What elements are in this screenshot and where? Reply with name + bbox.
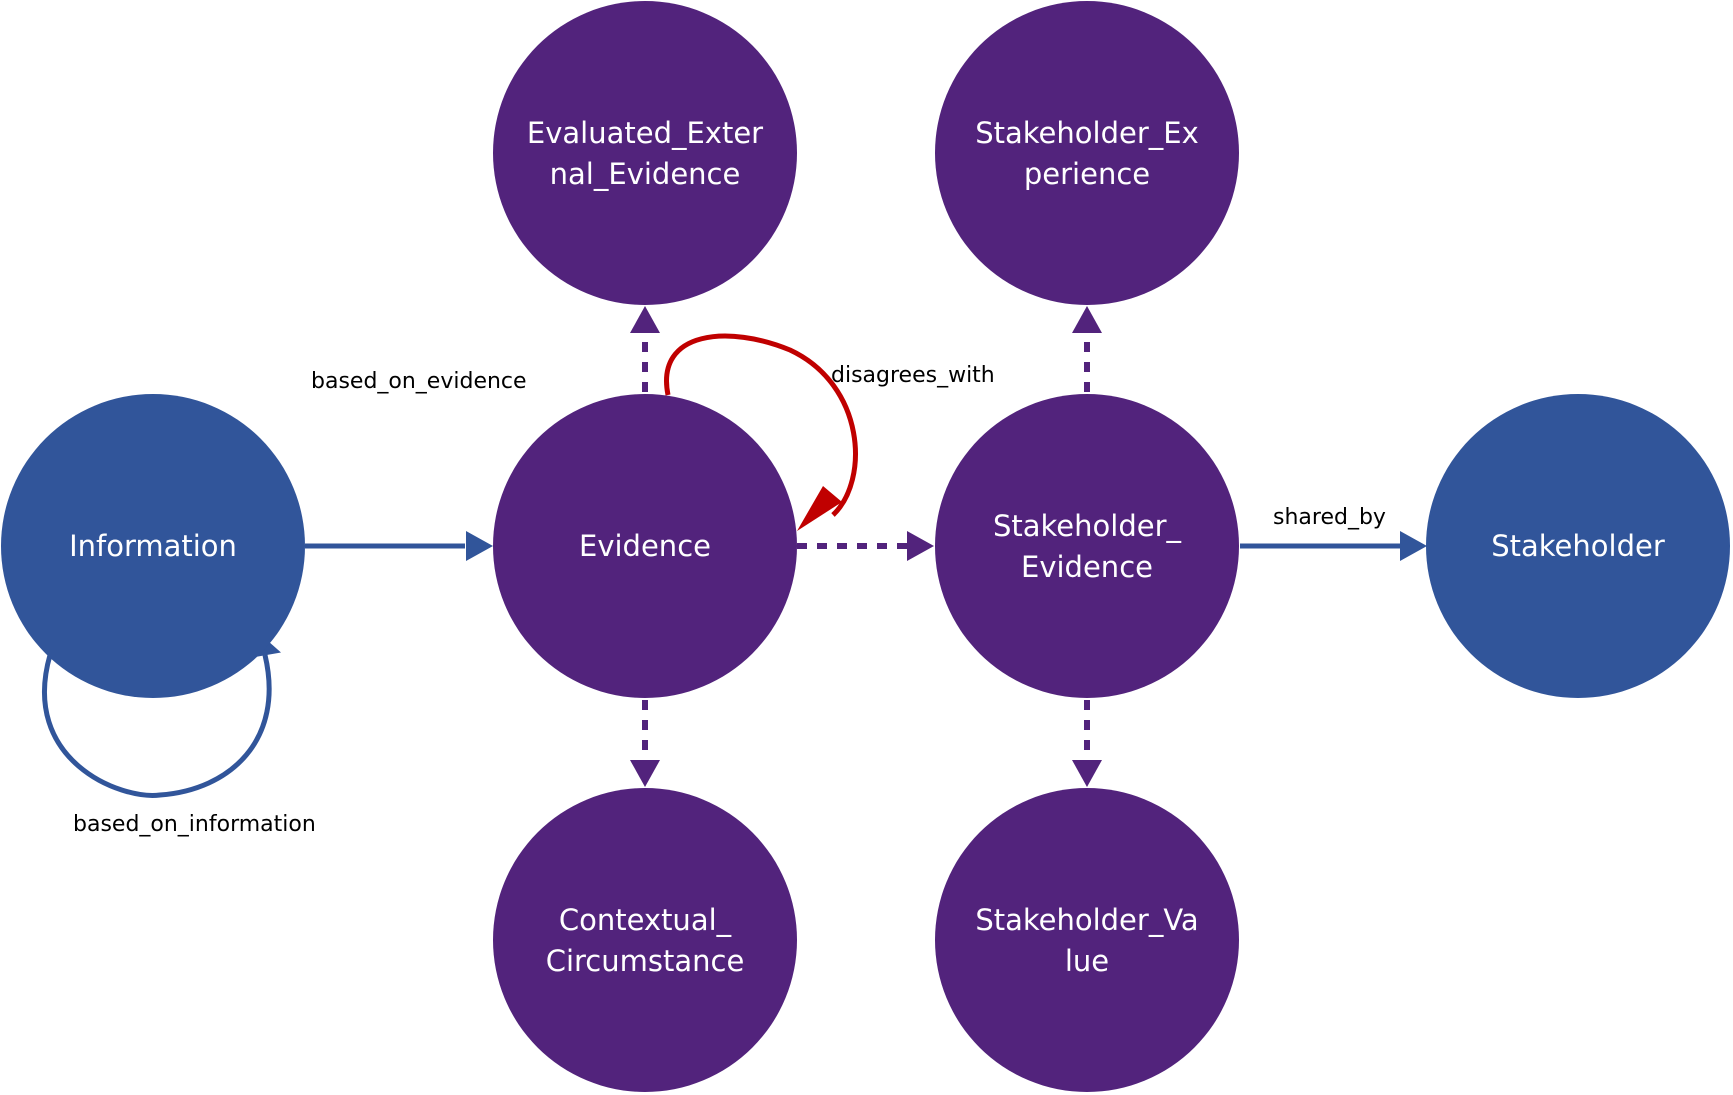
edge-label-disagrees-with: disagrees_with — [831, 363, 995, 388]
node-stakeholder-experience[interactable]: Stakeholder_Ex perience — [935, 1, 1239, 305]
node-stakeholder-value-label-line-1: Stakeholder_Va — [975, 903, 1198, 937]
node-stakeholder-experience-shape — [935, 1, 1239, 305]
arrowhead-evidence-to-contextual — [630, 760, 660, 787]
edge-based-on-information — [42, 654, 272, 798]
node-stakeholder-experience-label-line-2: perience — [1024, 157, 1150, 191]
arrowhead-stakeholder-evidence-to-value — [1072, 760, 1102, 787]
node-stakeholder-experience-label-line-1: Stakeholder_Ex — [975, 116, 1199, 150]
node-contextual-circumstance-label-line-1: Contextual_ — [559, 903, 732, 937]
node-evaluated-external-evidence-label-line-2: nal_Evidence — [550, 157, 741, 191]
node-stakeholder-evidence-label-line-2: Evidence — [1021, 550, 1153, 584]
arrowhead-shared-by — [1400, 531, 1427, 561]
node-stakeholder-evidence[interactable]: Stakeholder_ Evidence — [935, 394, 1239, 698]
edge-disagrees-with — [664, 333, 858, 517]
node-stakeholder-evidence-shape — [935, 394, 1239, 698]
arrowhead-stakeholder-evidence-to-experience — [1072, 306, 1102, 333]
edge-label-based-on-evidence: based_on_evidence — [311, 369, 527, 394]
node-information-shape — [1, 394, 305, 698]
node-evidence-shape — [493, 394, 797, 698]
arrowhead-information-to-evidence — [466, 531, 493, 561]
node-contextual-circumstance[interactable]: Contextual_ Circumstance — [493, 788, 797, 1092]
arrowhead-disagrees-with — [797, 486, 842, 531]
edge-label-based-on-information: based_on_information — [73, 812, 316, 837]
node-evidence[interactable]: Evidence — [493, 394, 797, 698]
arrowhead-evidence-to-evaluated — [630, 306, 660, 333]
node-information[interactable]: Information — [1, 394, 305, 698]
node-evaluated-external-evidence-shape — [493, 1, 797, 305]
edge-label-shared-by: shared_by — [1273, 505, 1386, 530]
node-evaluated-external-evidence[interactable]: Evaluated_Exter nal_Evidence — [493, 1, 797, 305]
node-contextual-circumstance-label-line-2: Circumstance — [546, 944, 745, 978]
node-evaluated-external-evidence-label-line-1: Evaluated_Exter — [527, 116, 763, 150]
node-stakeholder-value[interactable]: Stakeholder_Va lue — [935, 788, 1239, 1092]
node-stakeholder-value-shape — [935, 788, 1239, 1092]
node-stakeholder-shape — [1426, 394, 1730, 698]
node-stakeholder-evidence-label-line-1: Stakeholder_ — [993, 509, 1182, 543]
arrowhead-evidence-to-stakeholder-evidence — [907, 531, 934, 561]
node-evidence-label: Evidence — [579, 529, 711, 563]
node-stakeholder-value-label-line-2: lue — [1065, 944, 1109, 978]
node-stakeholder-label: Stakeholder — [1491, 529, 1665, 563]
node-contextual-circumstance-shape — [493, 788, 797, 1092]
node-information-label: Information — [69, 529, 237, 563]
node-stakeholder[interactable]: Stakeholder — [1426, 394, 1730, 698]
